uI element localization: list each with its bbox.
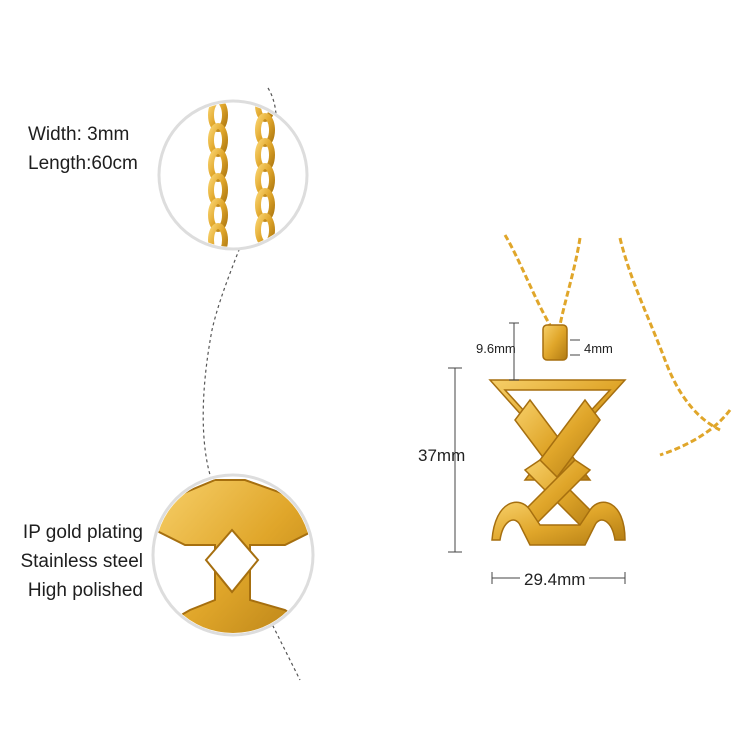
sigil-pendant bbox=[488, 379, 627, 546]
chain-length-label: Length:60cm bbox=[28, 153, 138, 174]
bail-width-label: 4mm bbox=[584, 341, 613, 356]
finish-label: High polished bbox=[27, 580, 143, 601]
pendant-bail bbox=[542, 324, 568, 361]
chain-zoom-circle bbox=[157, 99, 309, 251]
pendant-chain bbox=[503, 234, 732, 457]
bail-height-label: 9.6mm bbox=[476, 341, 516, 356]
pendant-zoom-circle bbox=[151, 473, 315, 637]
plating-label: IP gold plating bbox=[22, 522, 143, 543]
chain-width-label: Width: 3mm bbox=[28, 124, 130, 145]
material-label: Stainless steel bbox=[20, 551, 143, 572]
pendant-width-label: 29.4mm bbox=[520, 570, 590, 590]
pendant-height-label: 37mm bbox=[418, 446, 466, 465]
